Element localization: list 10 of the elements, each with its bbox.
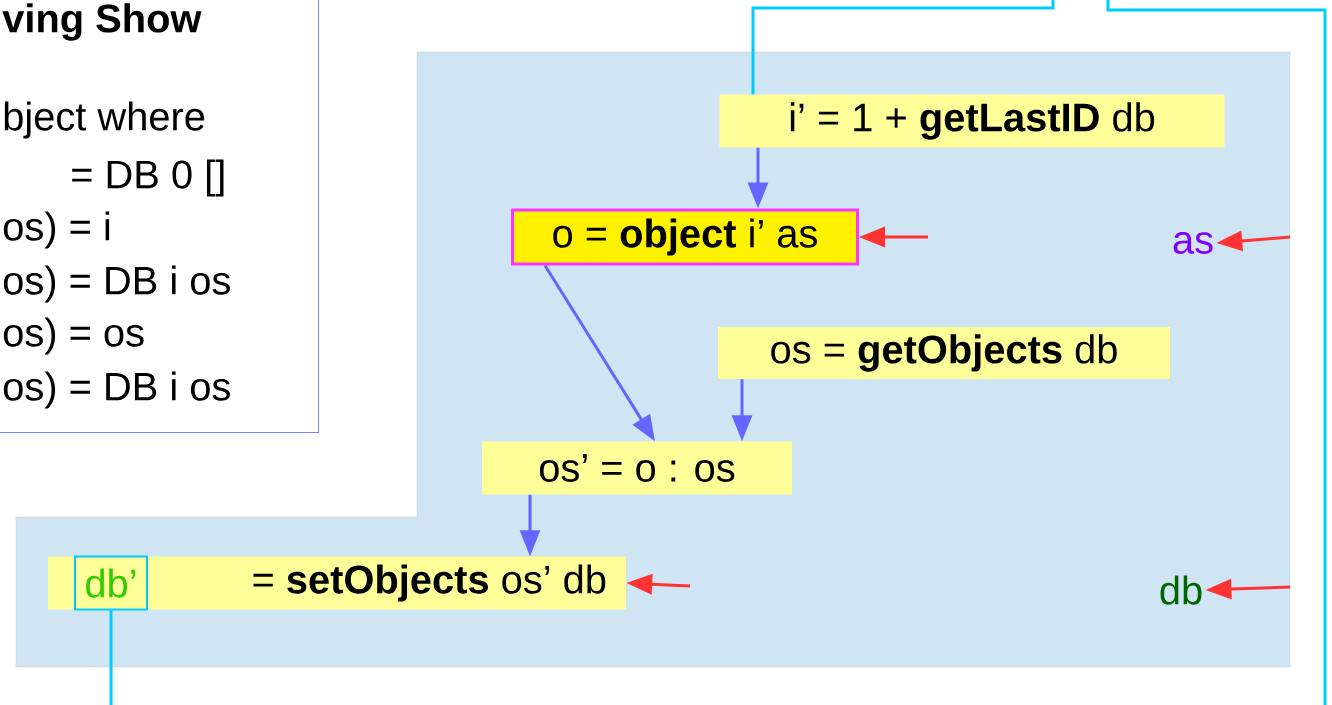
connector-line: [751, 0, 1055, 95]
code-box: i’ = 1 + getLastID db: [719, 94, 1225, 148]
variable-label: db: [1160, 575, 1202, 605]
variable-label: as: [1173, 232, 1213, 254]
code-box: os’ = o : os: [482, 441, 792, 495]
variable-box: db’: [74, 555, 148, 611]
code-panel: ving Show bject where = DB 0 [] os) = i os) = DB i os os) = os os) = DB i os: [0, 0, 319, 433]
connector-line: [109, 610, 113, 705]
code-box: os = getObjects db: [718, 327, 1170, 379]
highlighted-code-box: o = object i’ as: [511, 208, 859, 266]
